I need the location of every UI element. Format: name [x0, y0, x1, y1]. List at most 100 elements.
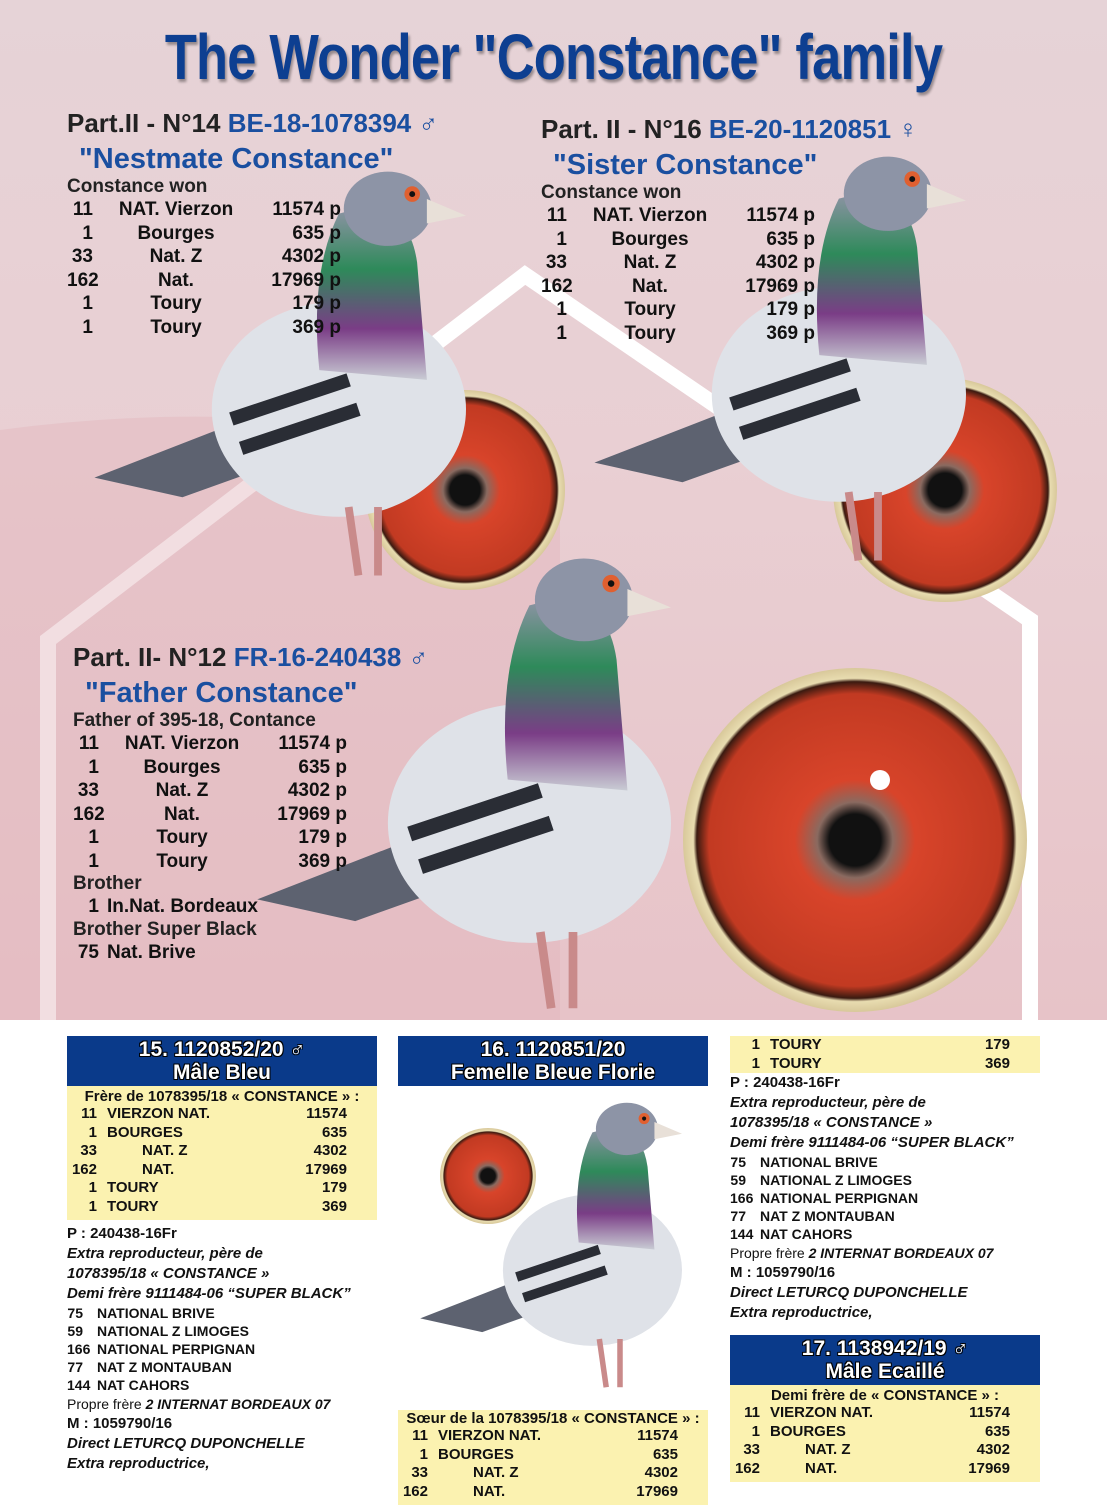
ring-number: FR-16-240438 ♂	[233, 642, 429, 672]
pedigree-text: Direct LETURCQ DUPONCHELLE	[67, 1435, 305, 1452]
pedigree-text: NAT Z MONTAUBAN	[760, 1208, 895, 1224]
pedigree-text: 75	[67, 1305, 83, 1321]
pedigree-text: 59	[67, 1323, 83, 1339]
pedigree-text: 166	[730, 1190, 754, 1206]
pedigree-text: 166	[67, 1341, 91, 1357]
section-nestmate: Part.II - N°14 BE-18-1078394 ♂ "Nestmate…	[67, 108, 438, 339]
result-row: 75 NATIONAL BRIVE	[730, 1153, 1040, 1171]
pedigree-text: Direct LETURCQ DUPONCHELLE	[730, 1284, 968, 1301]
pedigree-text: 59	[730, 1172, 746, 1188]
ring-number: BE-20-1120851 ♀	[708, 114, 918, 144]
results-intro: Constance won	[541, 182, 682, 203]
result-row: 59 NATIONAL Z LIMOGES	[67, 1322, 377, 1340]
pigeon-name: "Nestmate Constance"	[79, 143, 394, 175]
result-row: 166 NATIONAL PERPIGNAN	[730, 1189, 1040, 1207]
pedigree-text: NATIONAL BRIVE	[97, 1305, 215, 1321]
pedigree-text: 75	[730, 1154, 746, 1170]
pedigree-text: Demi frère 9111484-06 “SUPER BLACK”	[67, 1285, 351, 1302]
pedigree-text: 1078395/18 « CONSTANCE »	[67, 1265, 270, 1282]
result-row: 144 NAT CAHORS	[730, 1225, 1040, 1243]
pedigree-text: 144	[730, 1226, 754, 1242]
sire-ring: P : 240438-16Fr	[730, 1074, 840, 1091]
result-row: 59 NATIONAL Z LIMOGES	[730, 1171, 1040, 1189]
pedigree-text: NATIONAL Z LIMOGES	[97, 1323, 249, 1339]
result-row: 77 NAT Z MONTAUBAN	[67, 1358, 377, 1376]
card-15: 15. 1120852/20 ♂Mâle Bleu Frère de 10783…	[67, 1036, 377, 1474]
pedigree-text: NATIONAL PERPIGNAN	[97, 1341, 256, 1357]
pedigree-text: 2 INTERNAT BORDEAUX 07	[145, 1396, 331, 1412]
results-intro: Father of 395-18, Contance	[73, 710, 316, 731]
section-head: Part.II - N°14	[67, 108, 221, 138]
pedigree-text: NATIONAL BRIVE	[760, 1154, 878, 1170]
pedigree-text: 77	[730, 1208, 746, 1224]
pedigree-text: NAT CAHORS	[760, 1226, 853, 1242]
pigeon-name: "Sister Constance"	[553, 149, 818, 181]
pedigree-text: 144	[67, 1377, 91, 1393]
pigeon-photo	[398, 1086, 708, 1406]
pedigree-text: 1078395/18 « CONSTANCE »	[730, 1114, 933, 1131]
page-title: The Wonder "Constance" family	[164, 21, 943, 93]
result-row: 144 NAT CAHORS	[67, 1376, 377, 1394]
pedigree-text: 77	[67, 1359, 83, 1375]
dam-ring: M : 1059790/16	[730, 1264, 836, 1281]
section-father: Part. II- N°12 FR-16-240438 ♂ "Father Co…	[73, 642, 429, 963]
pedigree-text: NAT Z MONTAUBAN	[97, 1359, 232, 1375]
brother-label: Brother	[73, 873, 142, 894]
eye-photo	[683, 668, 1027, 1012]
ring-number: BE-18-1078394 ♂	[227, 108, 438, 138]
section-sister: Part. II - N°16 BE-20-1120851 ♀ "Sister …	[541, 114, 918, 345]
pedigree-text: Propre frère	[730, 1245, 805, 1261]
pedigree-text: Extra reproducteur, père de	[67, 1245, 263, 1262]
results-intro: Constance won	[67, 176, 208, 197]
pedigree-text: NAT CAHORS	[97, 1377, 190, 1393]
pigeon-name: "Father Constance"	[85, 677, 358, 709]
sire-ring: P : 240438-16Fr	[67, 1225, 177, 1242]
brother2-label: Brother Super Black	[73, 918, 257, 940]
pedigree-text: Propre frère 2 INTERNAT BORDEAUX 07	[67, 1394, 377, 1414]
pedigree-text: Propre frère 2 INTERNAT BORDEAUX 07	[730, 1243, 1040, 1263]
result-row: 75 NATIONAL BRIVE	[67, 1304, 377, 1322]
result-row: 166 NATIONAL PERPIGNAN	[67, 1340, 377, 1358]
pedigree-text: Extra reproductrice,	[67, 1455, 210, 1472]
pedigree-text: Extra reproducteur, père de	[730, 1094, 926, 1111]
dam-ring: M : 1059790/16	[67, 1415, 173, 1432]
pedigree-text: NATIONAL Z LIMOGES	[760, 1172, 912, 1188]
pedigree-text: NATIONAL PERPIGNAN	[760, 1190, 919, 1206]
pedigree-text: Demi frère 9111484-06 “SUPER BLACK”	[730, 1134, 1014, 1151]
pedigree-text: Extra reproductrice,	[730, 1304, 873, 1321]
result-row: 77 NAT Z MONTAUBAN	[730, 1207, 1040, 1225]
pedigree-text: 2 INTERNAT BORDEAUX 07	[808, 1245, 994, 1261]
pedigree-text: Propre frère	[67, 1396, 142, 1412]
